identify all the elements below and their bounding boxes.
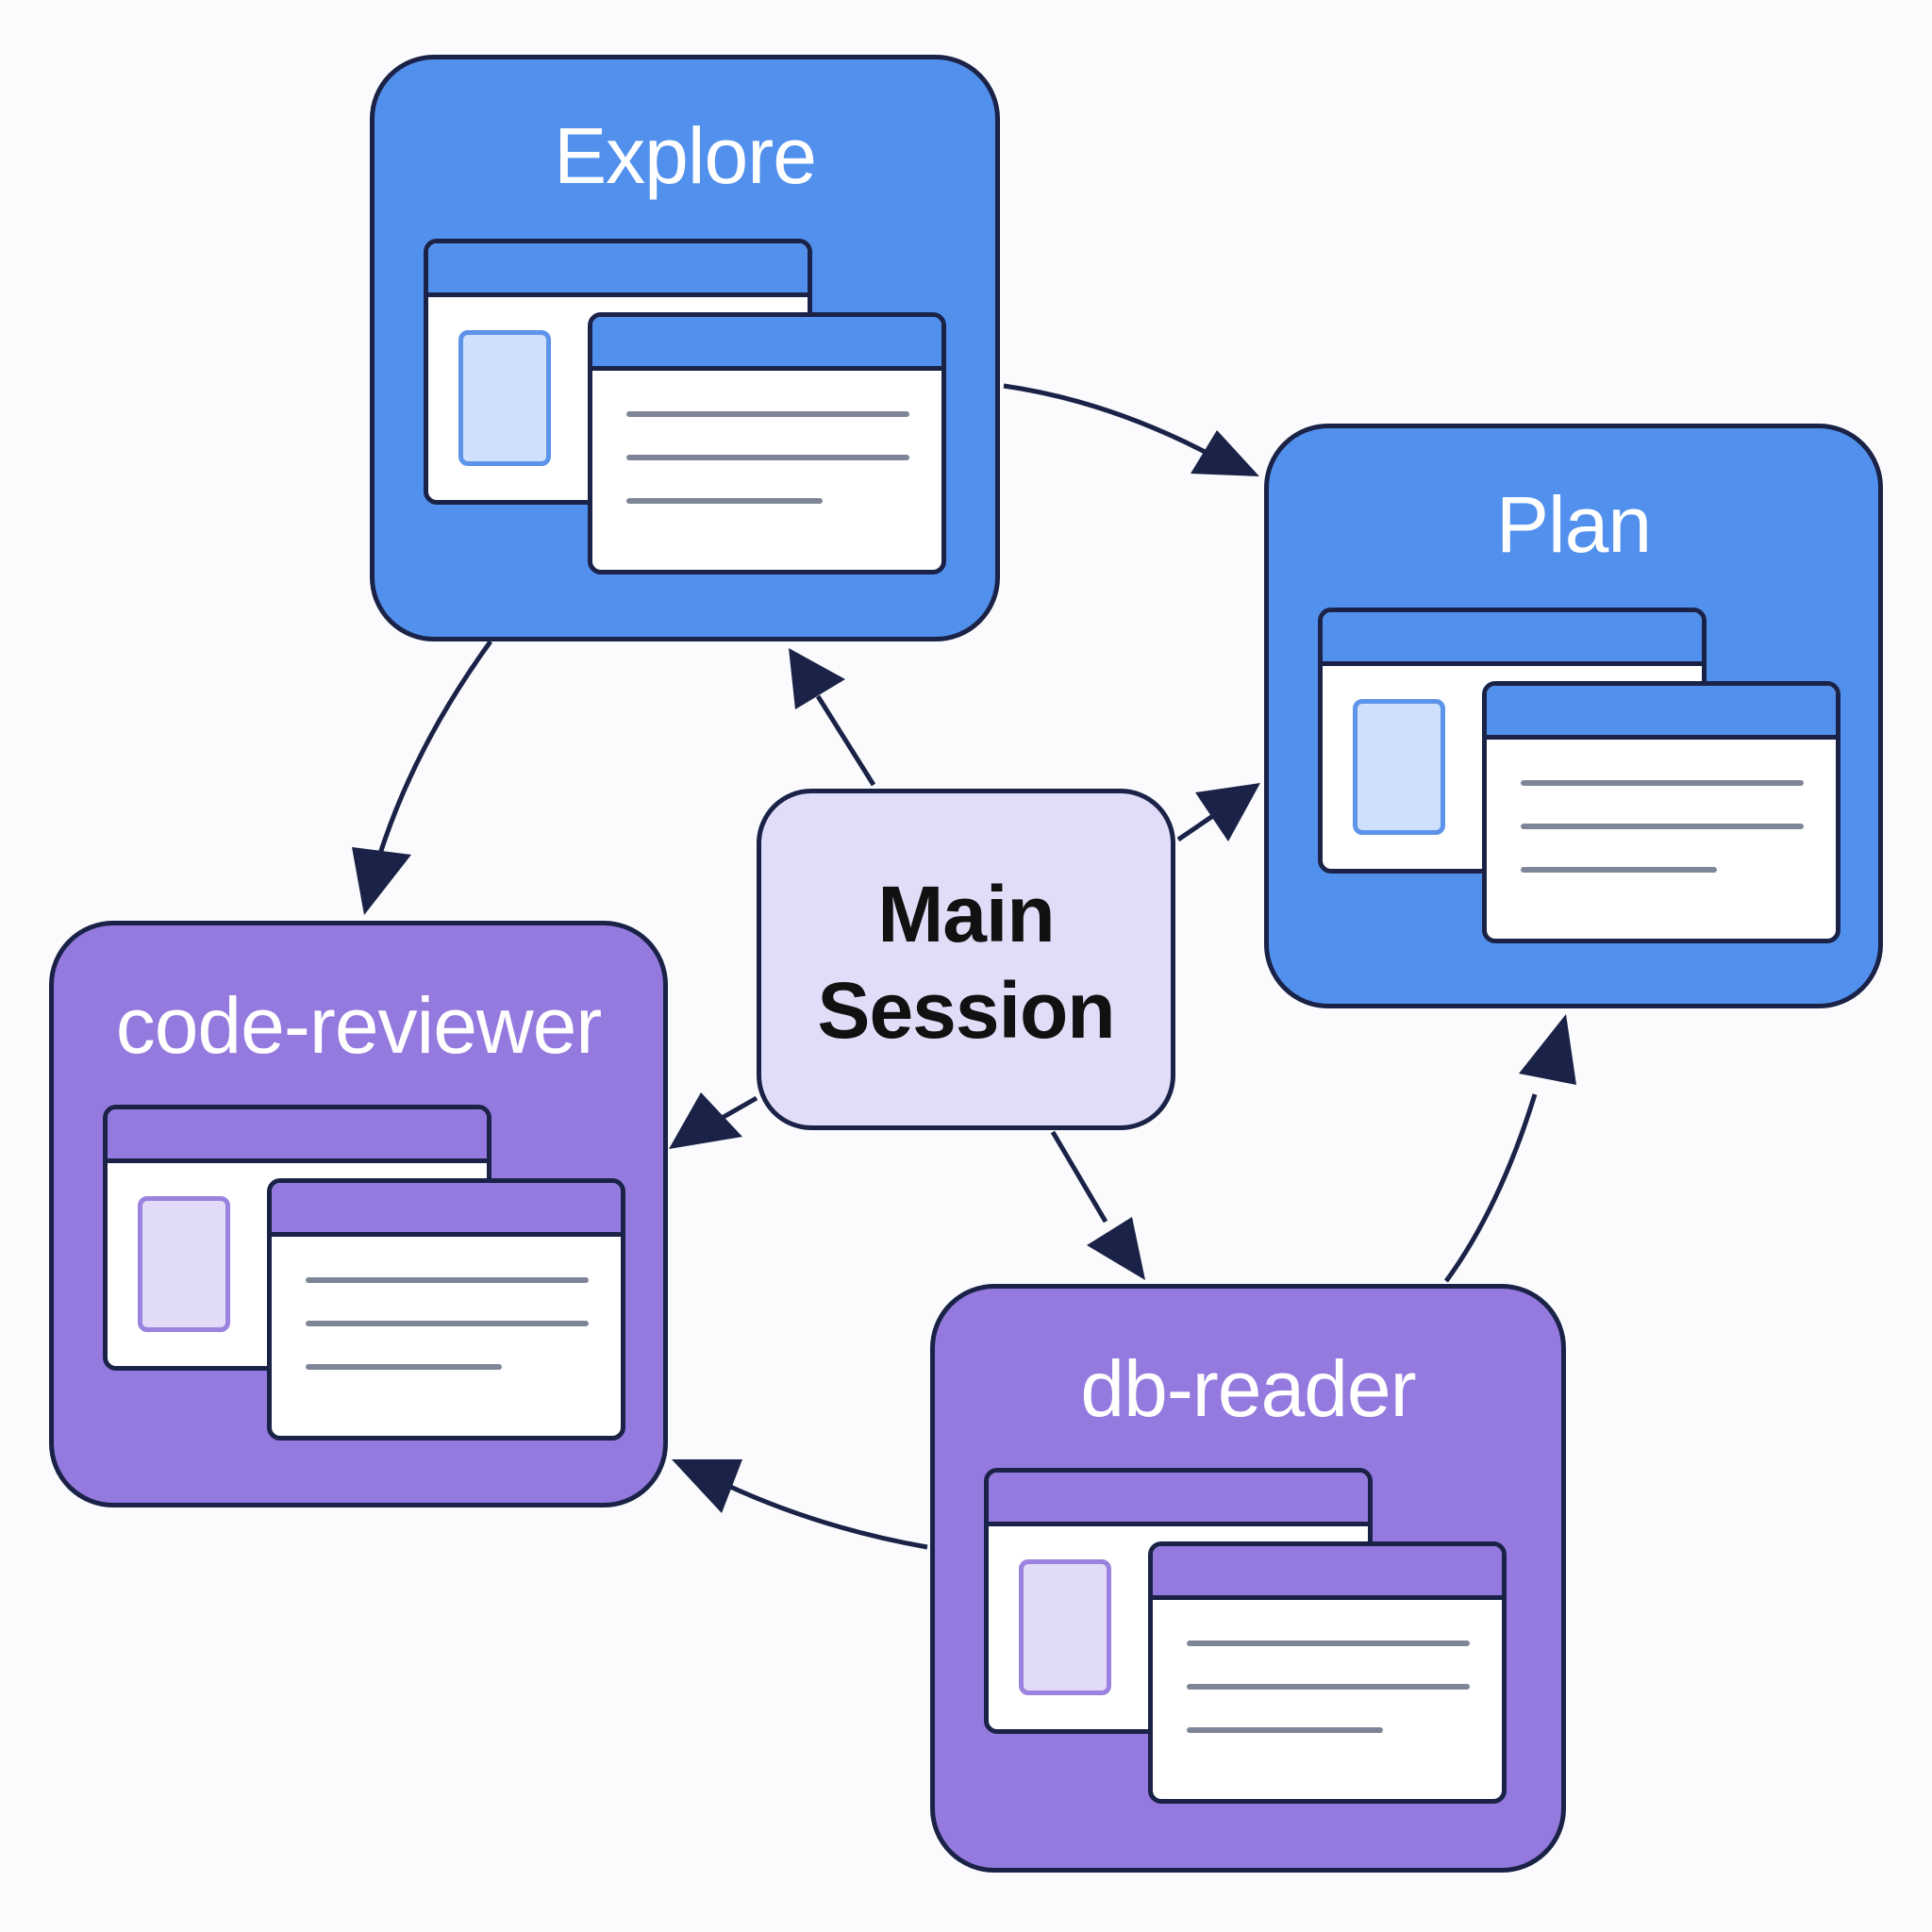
arrow-db-reader-to-plan bbox=[1443, 1014, 1576, 1283]
node-main-session: Main Session bbox=[757, 789, 1175, 1130]
app-window-icon bbox=[1148, 1541, 1507, 1804]
text-line bbox=[306, 1364, 502, 1370]
arrow-main-to-db-reader bbox=[1050, 1130, 1145, 1280]
app-window-icon bbox=[588, 312, 946, 575]
node-db-reader-title: db-reader bbox=[1080, 1344, 1416, 1433]
thumbnail-icon bbox=[138, 1196, 230, 1332]
node-plan: Plan bbox=[1264, 424, 1883, 1008]
arrow-main-to-explore bbox=[789, 648, 876, 787]
arrow-explore-to-plan bbox=[1003, 383, 1259, 476]
node-db-reader: db-reader bbox=[930, 1284, 1566, 1873]
arrow-explore-to-code-reviewer bbox=[352, 640, 493, 915]
window-title-bar bbox=[592, 317, 941, 371]
text-line bbox=[1521, 867, 1717, 873]
node-explore: Explore bbox=[370, 55, 1000, 641]
text-line bbox=[626, 498, 823, 504]
app-window-icon bbox=[267, 1178, 625, 1441]
text-line bbox=[1187, 1684, 1470, 1690]
thumbnail-icon bbox=[1353, 699, 1445, 835]
node-plan-title: Plan bbox=[1495, 480, 1652, 569]
main-session-line2: Session bbox=[817, 966, 1115, 1055]
main-session-line1: Main bbox=[877, 870, 1055, 958]
window-title-bar bbox=[428, 243, 808, 297]
app-window-icon bbox=[1482, 681, 1840, 943]
arrow-main-to-plan bbox=[1176, 783, 1260, 842]
text-line bbox=[626, 455, 909, 460]
window-title-bar bbox=[108, 1109, 487, 1163]
window-title-bar bbox=[1153, 1546, 1502, 1600]
window-title-bar bbox=[1323, 612, 1702, 666]
node-code-reviewer-title: code-reviewer bbox=[115, 981, 603, 1070]
text-line bbox=[626, 411, 909, 417]
node-explore-title: Explore bbox=[554, 111, 817, 200]
thumbnail-icon bbox=[1019, 1559, 1111, 1695]
text-line bbox=[1187, 1727, 1383, 1733]
window-title-bar bbox=[989, 1473, 1368, 1526]
text-line bbox=[1187, 1641, 1470, 1646]
window-title-bar bbox=[1487, 686, 1836, 740]
arrow-db-reader-to-code-reviewer bbox=[672, 1459, 928, 1550]
text-line bbox=[1521, 780, 1804, 786]
window-title-bar bbox=[272, 1183, 621, 1237]
node-code-reviewer: code-reviewer bbox=[49, 921, 668, 1507]
thumbnail-icon bbox=[458, 330, 551, 466]
text-line bbox=[306, 1321, 589, 1326]
arrow-main-to-code-reviewer bbox=[669, 1092, 758, 1149]
text-line bbox=[1521, 824, 1804, 829]
text-line bbox=[306, 1277, 589, 1283]
